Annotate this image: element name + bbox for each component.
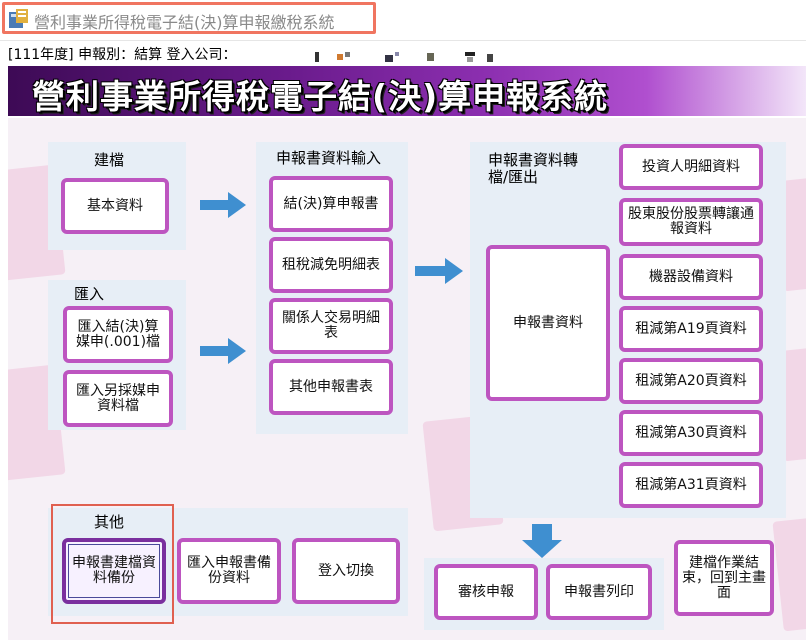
- login-switch-button[interactable]: 登入切換: [292, 538, 400, 604]
- tax-reduction-a20-button[interactable]: 租減第A20頁資料: [619, 358, 763, 404]
- window-title-bar: 營利事業所得稅電子結(決)算申報繳稅系統: [0, 0, 806, 40]
- watermark: [772, 514, 806, 632]
- company-name-redacted: [315, 47, 505, 62]
- app-icon: [9, 9, 28, 28]
- machinery-equipment-button[interactable]: 機器設備資料: [619, 254, 763, 300]
- import-other-media-button[interactable]: 匯入另採媒申資料檔: [63, 370, 173, 427]
- return-data-button[interactable]: 申報書資料: [486, 245, 610, 401]
- tax-exemption-detail-button[interactable]: 租稅減免明細表: [269, 237, 393, 293]
- investor-detail-button[interactable]: 投資人明細資料: [619, 144, 763, 190]
- section-transfer-export-text: 申報書資料轉檔/匯出: [488, 151, 579, 186]
- tax-reduction-a30-button[interactable]: 租減第A30頁資料: [619, 410, 763, 456]
- arrow-right-icon: [415, 258, 463, 284]
- print-return-button[interactable]: 申報書列印: [546, 564, 652, 620]
- main-menu-panel: 建檔 基本資料 匯入 匯入結(決)算媒申(.001)檔 匯入另採媒申資料檔 申報…: [8, 118, 806, 640]
- backup-return-data-button[interactable]: 申報書建檔資料備份: [62, 538, 166, 604]
- review-filing-button[interactable]: 審核申報: [434, 564, 538, 620]
- import-return-backup-button[interactable]: 匯入申報書備份資料: [177, 538, 281, 604]
- section-other-label: 其他: [94, 513, 125, 531]
- section-import-label: 匯入: [74, 285, 105, 303]
- tax-reduction-a31-button[interactable]: 租減第A31頁資料: [619, 462, 763, 508]
- import-filing-media-button[interactable]: 匯入結(決)算媒申(.001)檔: [63, 306, 173, 363]
- section-data-input-label: 申報書資料輸入: [276, 149, 382, 167]
- shareholder-transfer-report-button[interactable]: 股東股份股票轉讓通報資料: [619, 198, 763, 246]
- tax-reduction-a19-button[interactable]: 租減第A19頁資料: [619, 306, 763, 352]
- status-bar: [111年度] 申報別：結算 登入公司：: [0, 40, 806, 63]
- arrow-right-icon: [200, 338, 246, 364]
- arrow-right-icon: [200, 192, 246, 218]
- title-highlight-box: [2, 2, 376, 34]
- exit-to-main-button[interactable]: 建檔作業結束，回到主畫面: [674, 540, 774, 616]
- final-return-button[interactable]: 結(決)算申報書: [269, 176, 393, 232]
- redacted-pixels: [315, 52, 493, 62]
- arrow-down-icon: [522, 524, 562, 558]
- banner-title: 營利事業所得稅電子結(決)算申報系統: [32, 77, 609, 116]
- other-return-forms-button[interactable]: 其他申報書表: [269, 359, 393, 415]
- related-party-detail-button[interactable]: 關係人交易明細表: [269, 298, 393, 354]
- window-title: 營利事業所得稅電子結(決)算申報繳稅系統: [34, 13, 335, 32]
- section-build-label: 建檔: [94, 151, 125, 169]
- banner: 營利事業所得稅電子結(決)算申報系統: [8, 66, 806, 116]
- basic-data-button[interactable]: 基本資料: [61, 178, 169, 234]
- status-text: [111年度] 申報別：結算 登入公司：: [8, 47, 237, 63]
- section-transfer-export-label: 申報書資料轉檔/匯出: [488, 152, 578, 186]
